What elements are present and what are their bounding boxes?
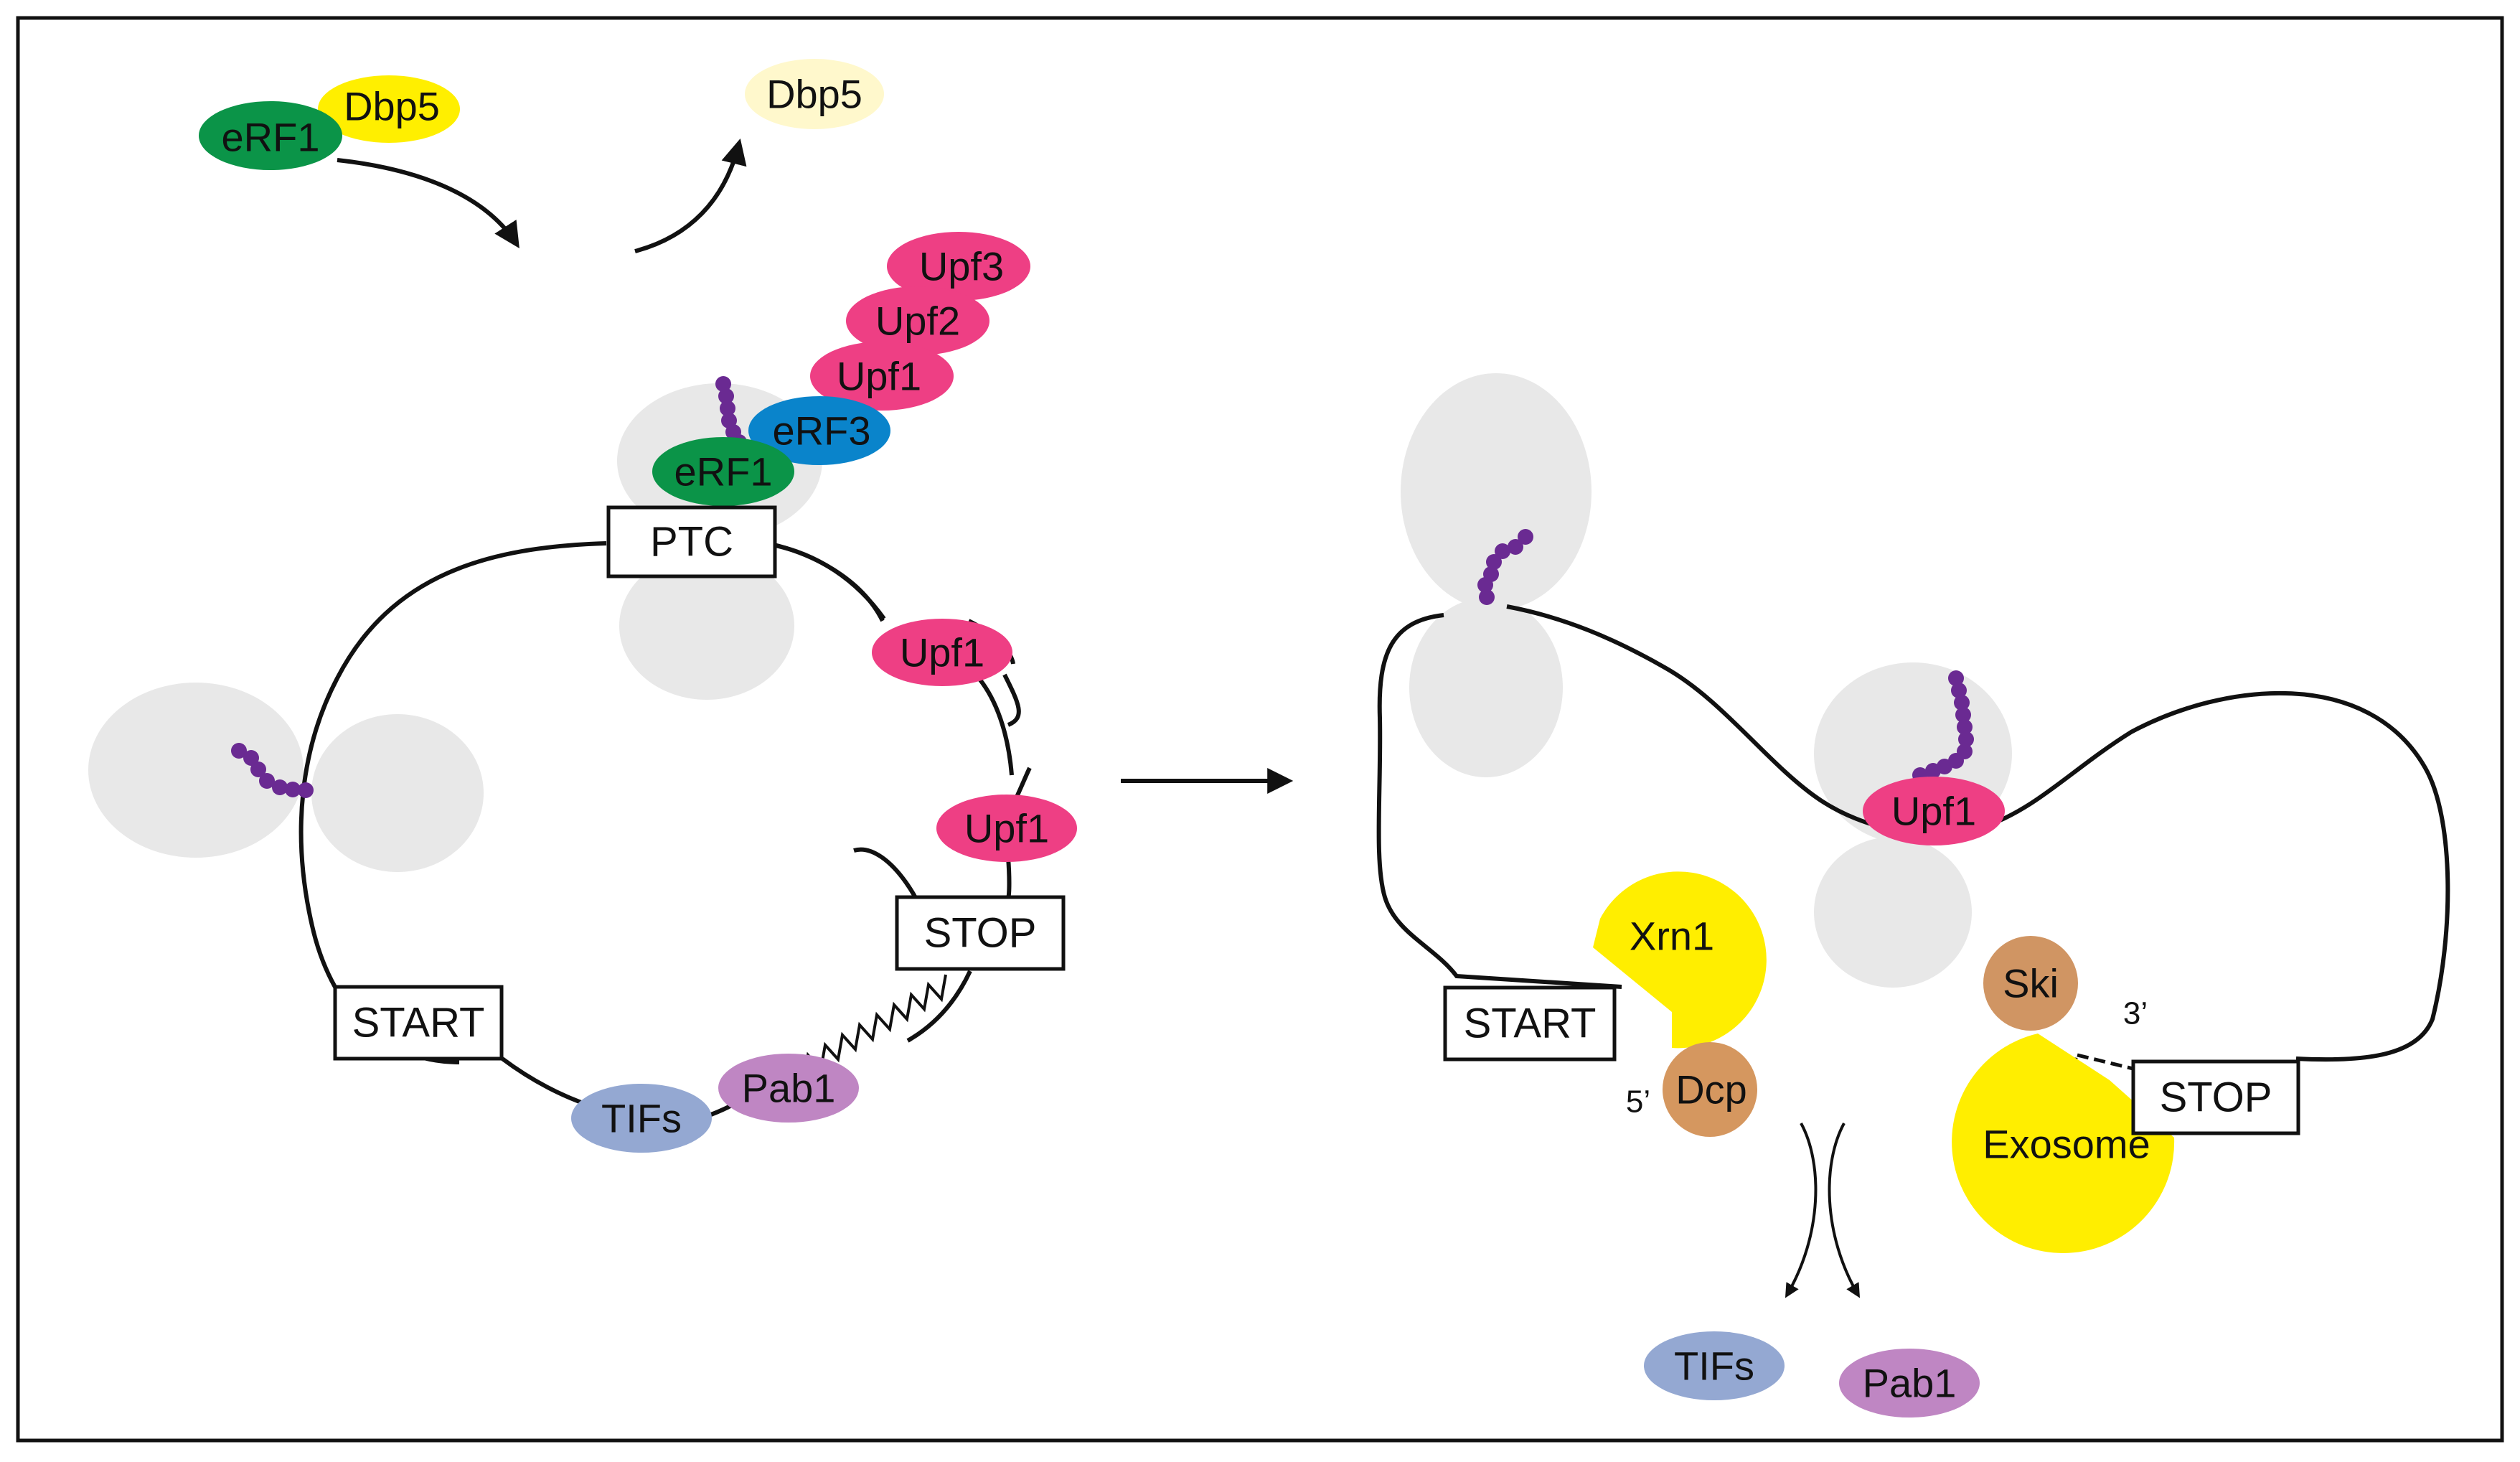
pab1-right: Pab1: [1839, 1349, 1980, 1418]
ribosome-large-subunit: [88, 683, 304, 858]
tifs-right: TIFs: [1644, 1331, 1785, 1400]
upf1-b-ellipse: [936, 795, 1077, 862]
upf1-mrna-b: Upf1: [936, 795, 1077, 862]
mrna-segment-c: [1006, 857, 1012, 899]
ribosome-small-subunit: [311, 714, 484, 872]
erf1-bound-ellipse: [652, 437, 794, 506]
three-prime-label: 3’: [2123, 996, 2148, 1031]
pab1-right-ellipse: [1839, 1349, 1980, 1418]
ribosome-large-subunit: [1401, 373, 1592, 610]
upf1-right-ellipse: [1863, 777, 2005, 845]
five-prime-label: 5’: [1626, 1084, 1650, 1120]
start-label-right: START: [1464, 1001, 1597, 1047]
dbp5-released-label: Dbp5: [766, 72, 862, 117]
erf1-dbp5-complex: Dbp5 eRF1: [199, 75, 460, 170]
poly-a-tail: [802, 974, 947, 1080]
dcp-circle: [1663, 1042, 1757, 1137]
erf3-label: eRF3: [773, 408, 871, 454]
erf1-ellipse: [199, 101, 342, 170]
erf1-label: eRF1: [222, 115, 320, 160]
tifs-left: TIFs: [571, 1084, 712, 1153]
pab1-release-arrow: [1828, 1123, 1861, 1298]
tifs-left-ellipse: [571, 1084, 712, 1153]
figure-frame: [16, 16, 2504, 1443]
degradation-link: [2077, 1053, 2143, 1073]
release-arrow: [634, 139, 747, 253]
upf1-b-label: Upf1: [964, 806, 1049, 851]
upf1-ellipse: [810, 342, 954, 411]
xrn1-label: Xrn1: [1630, 914, 1714, 959]
pab1-left: Pab1: [718, 1054, 859, 1123]
exosome-shape: [1952, 1034, 2175, 1253]
binding-arrow: [337, 158, 519, 249]
exosome: Exosome: [1952, 1034, 2175, 1253]
start-box-right: START: [1443, 985, 1617, 1062]
mrna-segment-d: [906, 970, 972, 1043]
ribosome-small-subunit: [1409, 598, 1563, 777]
xrn1: Xrn1: [1593, 871, 1767, 1049]
upf3-label: Upf3: [919, 244, 1004, 289]
left-ribosome: [88, 683, 484, 872]
upf2-label: Upf2: [875, 299, 960, 344]
ski-label: Ski: [2003, 961, 2059, 1006]
pab1-right-label: Pab1: [1863, 1361, 1957, 1406]
dbp5-ellipse: [318, 75, 460, 143]
upf1-right: Upf1: [1863, 777, 2005, 845]
tifs-right-label: TIFs: [1674, 1344, 1754, 1389]
ptc-label: PTC: [650, 519, 733, 566]
stop-label-right: STOP: [2160, 1074, 2272, 1121]
xrn1-shape: [1593, 871, 1767, 1049]
upf1-label: Upf1: [837, 354, 921, 399]
right-ribosome-1: [1401, 373, 1592, 777]
tifs-right-ellipse: [1644, 1331, 1785, 1400]
dbp5-released-ellipse: [745, 59, 884, 129]
stop-label-left: STOP: [924, 910, 1037, 957]
dcp: Dcp 5’: [1626, 1042, 1757, 1137]
pab1-left-label: Pab1: [742, 1066, 836, 1111]
erf1-bound: eRF1: [652, 437, 794, 506]
dbp5-released: Dbp5: [745, 59, 884, 129]
ptc-box: PTC: [606, 505, 777, 578]
start-label-left: START: [352, 1000, 485, 1046]
right-peptide-2: [1912, 670, 1974, 783]
dbp5-label: Dbp5: [344, 84, 440, 129]
dcp-label: Dcp: [1675, 1067, 1747, 1112]
upf1-a-ellipse: [872, 619, 1012, 686]
upf-stack: Upf3 Upf2 Upf1: [810, 232, 1030, 411]
start-box-left: START: [333, 985, 504, 1061]
upf2-ellipse: [846, 286, 989, 355]
ski-circle: [1983, 936, 2078, 1031]
ribosome-small-subunit: [619, 552, 794, 700]
upf1-mrna-a: Upf1: [872, 619, 1012, 686]
erf3: eRF3: [748, 396, 890, 465]
mrna-segment-a: [767, 542, 886, 620]
exosome-label: Exosome: [1983, 1122, 2150, 1167]
stop-box-right: STOP: [2131, 1059, 2300, 1135]
left-nascent-peptide: [231, 743, 314, 798]
tifs-release-arrow: [1785, 1123, 1818, 1298]
ribosome-small-subunit: [1814, 837, 1972, 988]
pab1-left-ellipse: [718, 1054, 859, 1123]
erf1-bound-label: eRF1: [674, 449, 773, 495]
mrna-segment-b: [977, 678, 1014, 776]
stop-box-left: STOP: [895, 895, 1066, 971]
upf1-a-label: Upf1: [900, 630, 984, 675]
upf3-ellipse: [887, 232, 1030, 301]
right-peptide-1: [1477, 529, 1533, 605]
upf1-right-label: Upf1: [1891, 789, 1976, 834]
tifs-left-label: TIFs: [601, 1096, 682, 1141]
ski: Ski 3’: [1983, 936, 2148, 1031]
erf3-ellipse: [748, 396, 890, 465]
